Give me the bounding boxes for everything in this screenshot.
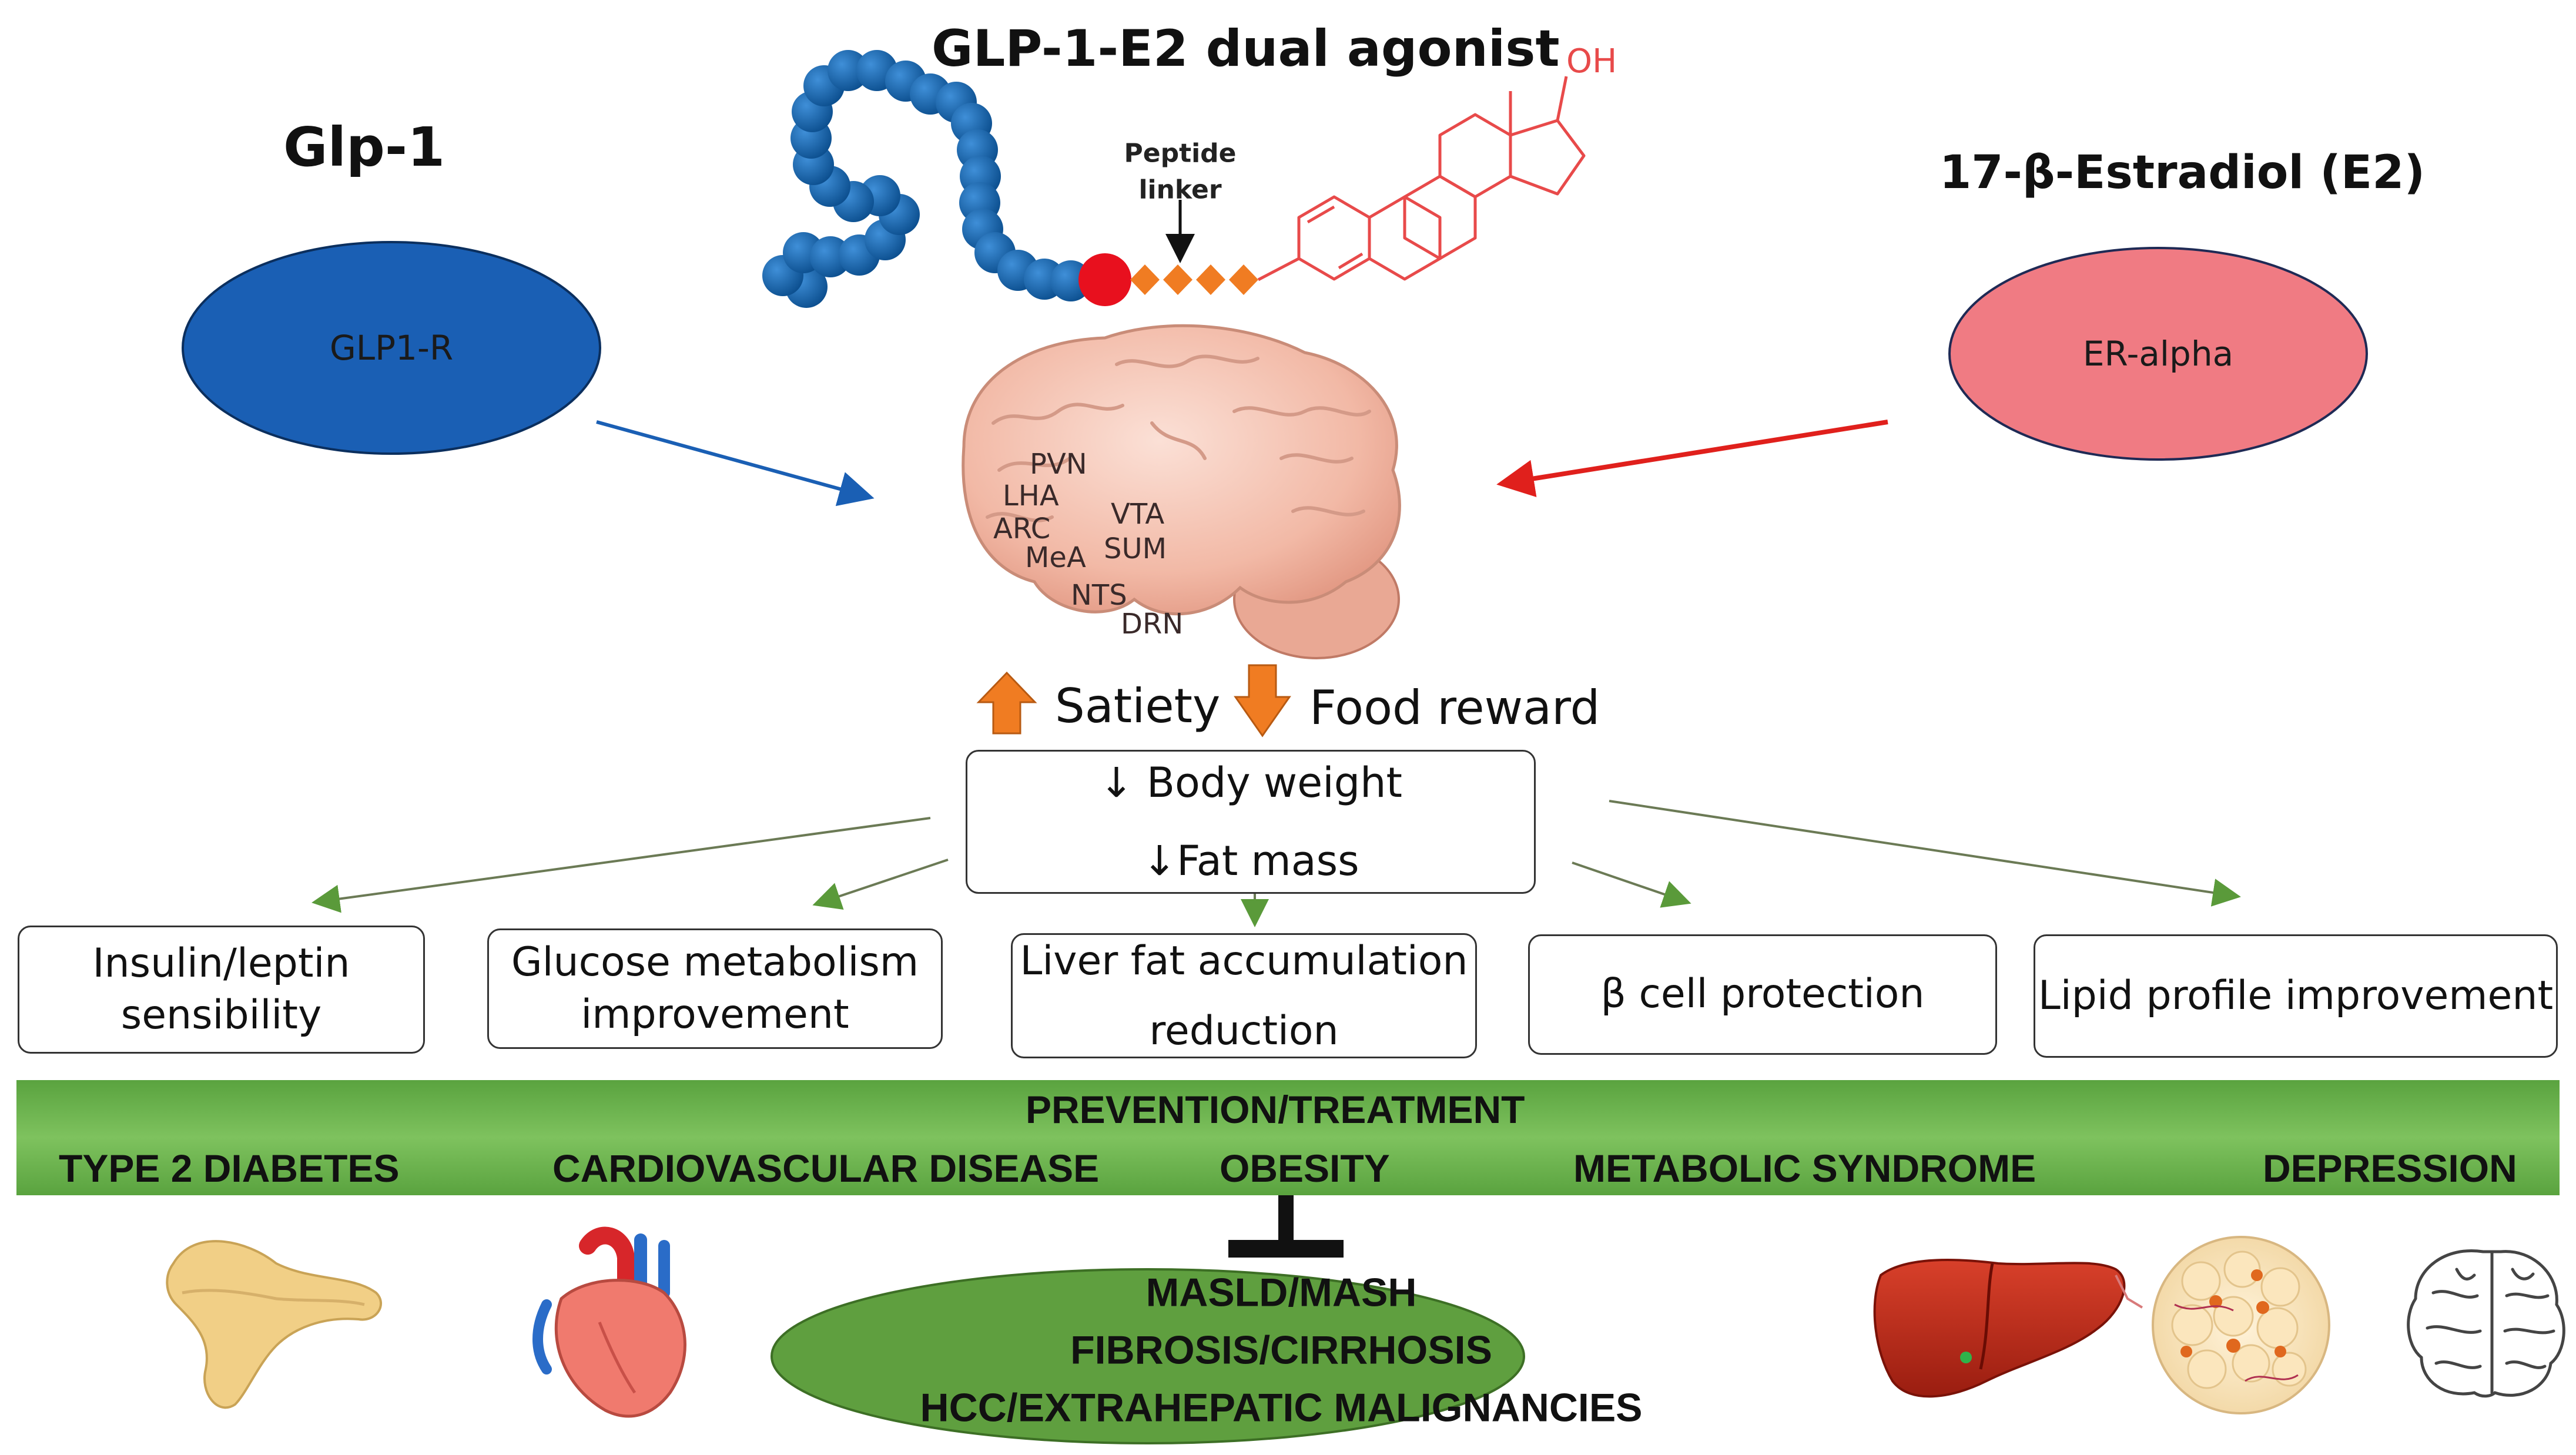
brain-icon	[962, 324, 1401, 659]
hydroxyl-label: OH	[1566, 42, 1617, 81]
heart-icon	[532, 1226, 686, 1418]
disease-depression: DEPRESSION	[2263, 1146, 2517, 1190]
benefit-insulin-leptin: Insulin/leptin sensibility	[18, 926, 425, 1054]
pancreas-icon	[166, 1240, 383, 1409]
brain-region-drn: DRN	[1121, 608, 1184, 641]
disease-type2-diabetes: TYPE 2 DIABETES	[59, 1146, 400, 1190]
glp1-receptor-ellipse	[182, 241, 601, 455]
benefit-liver-fat: Liver fat accumulation reduction	[1011, 933, 1477, 1058]
outcome-masld-mash: MASLD/MASH	[1145, 1270, 1417, 1315]
glp1-title: Glp-1	[283, 116, 445, 179]
inhibition-bar-icon	[1228, 1195, 1344, 1258]
disease-metabolic-syndrome: METABOLIC SYNDROME	[1573, 1146, 2036, 1190]
brain-region-arc: ARC	[993, 512, 1051, 545]
benefit-beta-cell: β cell protection	[1528, 934, 1997, 1055]
brain-region-nts: NTS	[1071, 579, 1127, 612]
benefit-lipid-profile: Lipid profile improvement	[2034, 934, 2558, 1058]
glp1-arrow	[596, 420, 875, 507]
liver-outcomes-ellipse	[771, 1268, 1525, 1444]
disease-cardiovascular: CARDIOVASCULAR DISEASE	[552, 1146, 1100, 1190]
estradiol-arrow	[1496, 420, 1888, 498]
disease-obesity: OBESITY	[1220, 1146, 1390, 1190]
outcome-fibrosis-cirrhosis: FIBROSIS/CIRRHOSIS	[1070, 1327, 1492, 1373]
peptide-linker-label: Peptide linker	[1124, 138, 1237, 204]
brain-region-pvn: PVN	[1030, 448, 1087, 481]
satiety-label: Satiety	[1055, 679, 1221, 733]
body-weight-label: ↓ Body weight	[1099, 758, 1402, 807]
benefit-arrows	[311, 800, 2241, 927]
brain-region-vta: VTA	[1111, 498, 1165, 531]
band-heading: PREVENTION/TREATMENT	[1026, 1088, 1525, 1131]
prevention-treatment-band	[16, 1080, 2560, 1195]
main-title: GLP-1-E2 dual agonist	[932, 19, 1560, 78]
er-alpha-receptor-label: ER-alpha	[2082, 334, 2234, 374]
brain-outline-icon	[2407, 1249, 2565, 1398]
glp1-peptide-chain-icon	[762, 50, 1258, 308]
satiety-up-arrow-icon	[976, 671, 1037, 735]
benefit-glucose-metabolism: Glucose metabolism improvement	[487, 928, 943, 1049]
fat-mass-label: ↓Fat mass	[1142, 836, 1359, 885]
brain-region-mea: MeA	[1025, 541, 1086, 574]
glp1-receptor-label: GLP1-R	[329, 328, 454, 368]
estradiol-title: 17-β-Estradiol (E2)	[1939, 146, 2426, 199]
food-reward-label: Food reward	[1309, 680, 1600, 735]
brain-region-sum: SUM	[1104, 532, 1167, 565]
body-weight-box: ↓ Body weight ↓Fat mass	[966, 750, 1536, 894]
liver-icon	[1873, 1259, 2143, 1398]
outcome-hcc-malignancies: HCC/EXTRAHEPATIC MALIGNANCIES	[920, 1385, 1643, 1430]
adipose-tissue-icon	[2152, 1236, 2330, 1414]
brain-region-lha: LHA	[1003, 480, 1059, 512]
estradiol-structure-icon	[1257, 76, 1586, 281]
food-reward-down-arrow-icon	[1234, 664, 1291, 737]
er-alpha-receptor-ellipse	[1948, 247, 2368, 461]
